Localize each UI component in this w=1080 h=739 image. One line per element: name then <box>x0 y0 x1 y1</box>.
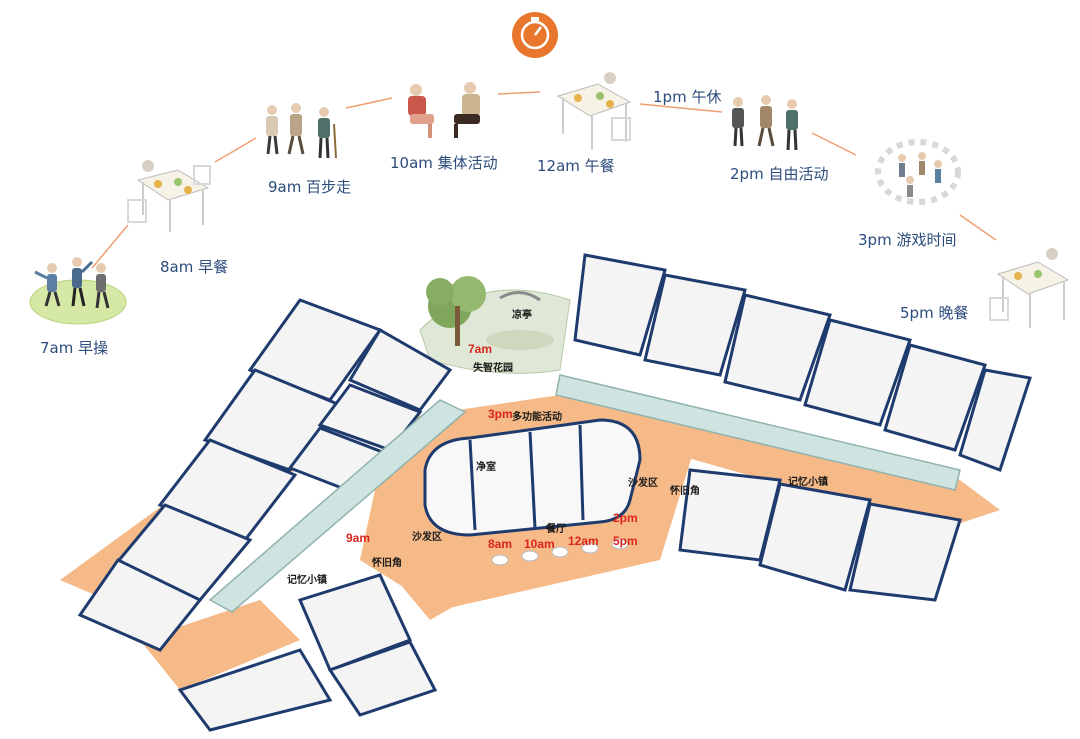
plan-time-2pm: 2pm <box>613 511 638 525</box>
seated-elders-icon <box>408 82 480 138</box>
room-label-dining: 餐厅 <box>546 524 566 535</box>
schedule-label-5pm: 5pm 晚餐 <box>900 304 969 322</box>
room-label-nostalgia-right: 怀旧角 <box>670 486 700 497</box>
plan-time-3pm: 3pm <box>488 407 513 421</box>
lunch-table-icon <box>556 72 632 150</box>
floor-plan <box>60 253 1032 732</box>
plan-time-8am: 8am <box>488 537 513 551</box>
room-label-nostalgia-left: 怀旧角 <box>372 558 402 569</box>
schedule-label-8am: 8am 早餐 <box>160 258 229 276</box>
schedule-label-10am: 10am 集体活动 <box>390 154 498 172</box>
room-label-memory-right: 记忆小镇 <box>788 477 828 488</box>
dementia-garden <box>419 276 571 374</box>
clock-icon <box>512 12 558 58</box>
schedule-label-12am: 12am 午餐 <box>537 157 615 175</box>
room-label-sofa-right: 沙发区 <box>628 478 658 489</box>
exercise-people-icon <box>29 257 127 325</box>
schedule-label-3pm: 3pm 游戏时间 <box>858 231 957 249</box>
left-wing-rooms <box>77 298 453 652</box>
room-label-clean-room: 净室 <box>476 462 496 473</box>
bottom-rooms <box>177 573 438 732</box>
schedule-label-7am: 7am 早操 <box>40 339 109 357</box>
dining-furniture <box>491 538 629 566</box>
plan-time-12am: 12am <box>568 534 599 548</box>
dinner-table-icon <box>989 248 1070 328</box>
right-wing-rooms <box>573 253 1032 602</box>
central-core <box>423 418 642 537</box>
schedule-label-1pm: 1pm 午休 <box>653 88 722 106</box>
schedule-label-2pm: 2pm 自由活动 <box>730 165 829 183</box>
schedule-label-9am: 9am 百步走 <box>268 178 352 196</box>
plan-time-10am: 10am <box>524 537 555 551</box>
glass-corridor-right <box>555 374 961 491</box>
room-label-pavilion: 凉亭 <box>512 310 532 321</box>
plan-time-7am: 7am <box>468 342 493 356</box>
room-label-memory-left: 记忆小镇 <box>287 575 327 586</box>
room-label-multifunction: 多功能活动 <box>512 412 562 423</box>
glass-corridor-left <box>208 399 467 613</box>
breakfast-table-icon <box>127 160 211 232</box>
strolling-elders-icon <box>732 95 798 151</box>
plan-time-9am: 9am <box>346 531 371 545</box>
room-label-garden: 失智花园 <box>473 363 513 374</box>
room-label-sofa-left: 沙发区 <box>412 532 442 543</box>
walking-elders-icon <box>266 103 337 159</box>
schedule-arc <box>91 91 997 269</box>
plan-time-5pm: 5pm <box>613 534 638 548</box>
game-circle-icon <box>875 139 961 205</box>
